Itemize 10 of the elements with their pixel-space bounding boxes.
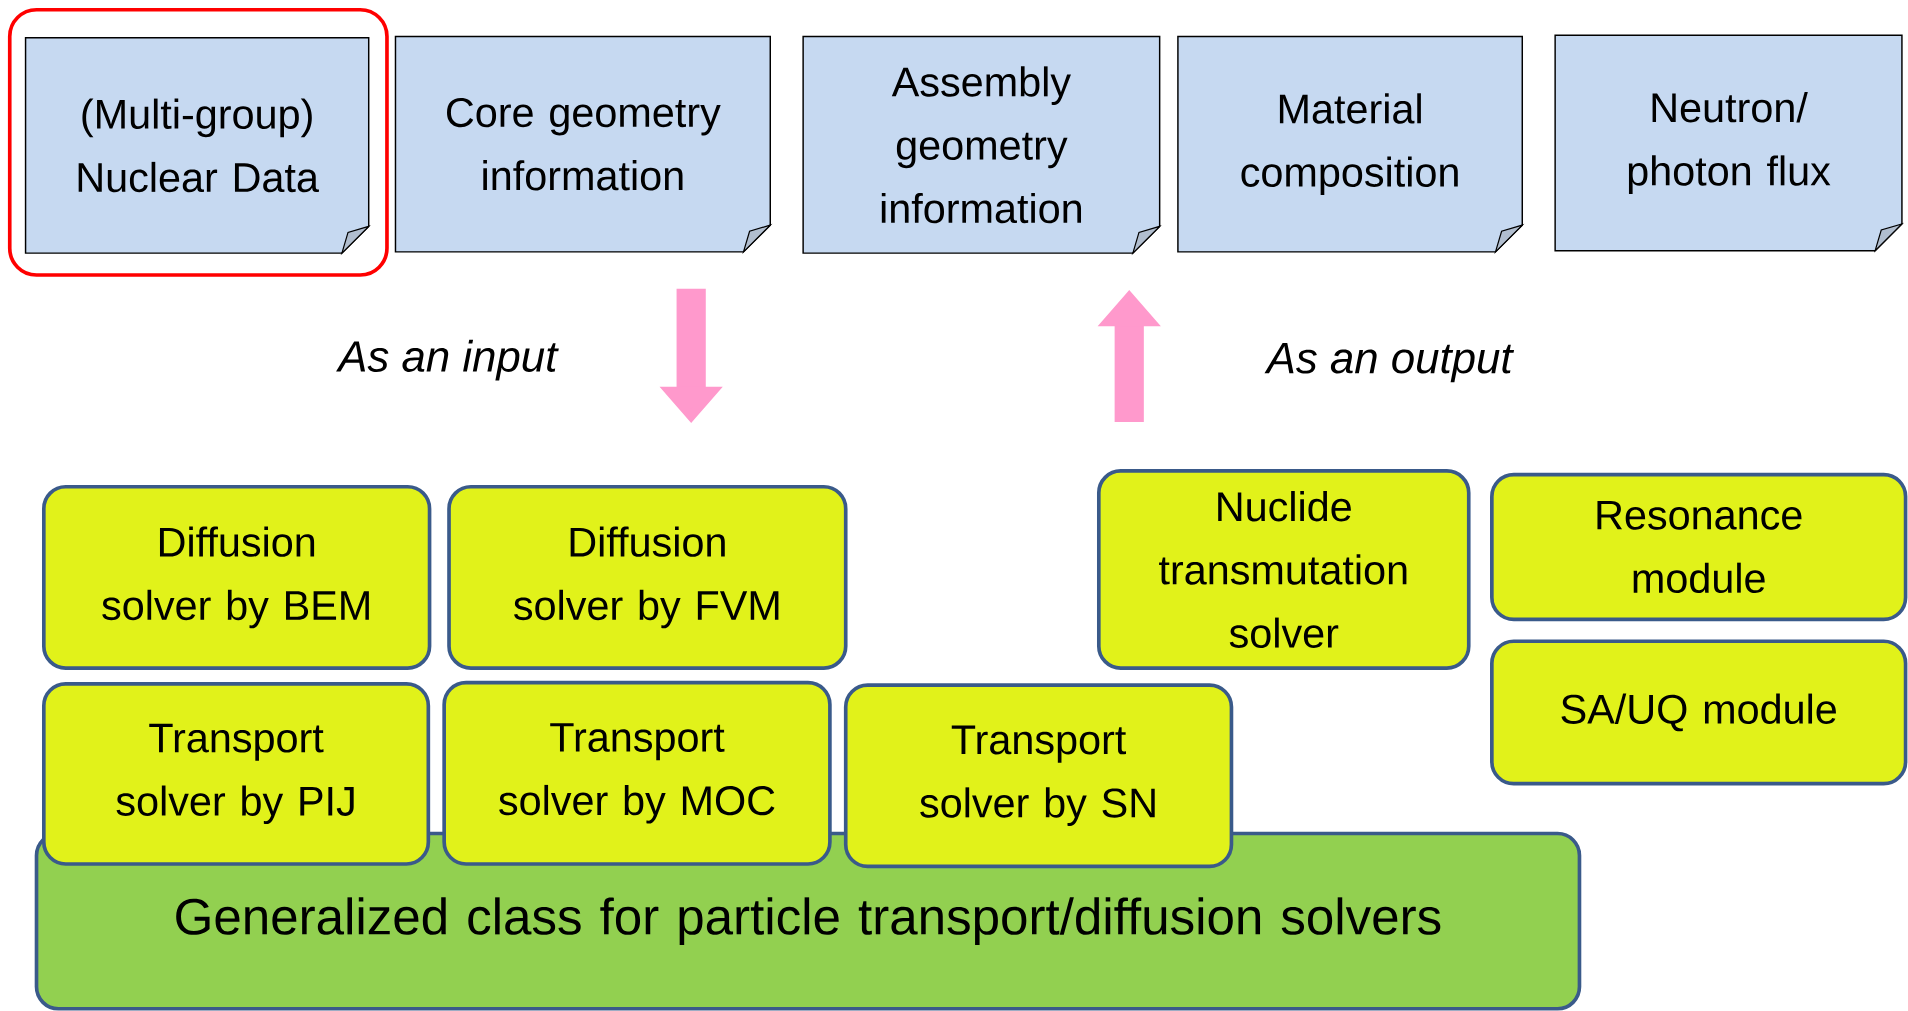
module-box: Nuclide transmutation solver bbox=[1097, 469, 1471, 670]
module-box: Transport solver by PIJ bbox=[42, 681, 431, 866]
module-box: Transport solver by SN bbox=[843, 683, 1234, 869]
module-box: Diffusion solver by FVM bbox=[447, 484, 848, 670]
module-box: SA/UQ module bbox=[1490, 639, 1908, 786]
module-box: Diffusion solver by BEM bbox=[42, 484, 432, 670]
caption-text: As an input bbox=[336, 339, 559, 381]
module-box: Resonance module bbox=[1490, 472, 1908, 622]
caption-text: As an output bbox=[1264, 342, 1515, 383]
module-box: Transport solver by MOC bbox=[442, 680, 832, 866]
